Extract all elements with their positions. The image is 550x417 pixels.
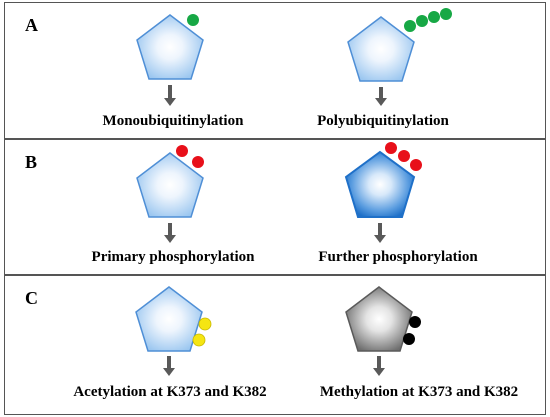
down-arrow-icon: [374, 223, 386, 243]
panel-a: A Monoubiquitinylation Polyubiquitinylat…: [4, 2, 546, 139]
protein-pentagon-icon: [136, 14, 204, 80]
phosphate-icon: [176, 145, 188, 157]
acetyl-group-icon: [198, 317, 212, 331]
protein-pentagon-icon: [136, 152, 204, 218]
panel-b: B Primary phosphorylation Further phosph…: [4, 139, 546, 275]
caption-further-phosphorylation: Further phosphorylation: [318, 249, 478, 265]
protein-pentagon-icon: [345, 286, 413, 352]
phosphate-icon: [385, 142, 397, 154]
further-phosphorylation-diagram: [344, 142, 422, 243]
caption-monoubiquitinylation: Monoubiquitinylation: [102, 113, 244, 129]
caption-primary-phosphorylation: Primary phosphorylation: [91, 249, 255, 265]
down-arrow-icon: [373, 356, 385, 376]
down-arrow-icon: [164, 223, 176, 243]
panel-c-figure: [135, 286, 421, 376]
monoubiquitinylation-diagram: [136, 14, 204, 106]
panel-c: C Acetylation at K373 and K382 Methylati…: [4, 275, 546, 415]
phosphate-icon: [398, 150, 410, 162]
phosphate-icon: [410, 159, 422, 171]
primary-phosphorylation-diagram: [136, 145, 204, 243]
ubiquitin-icon: [428, 11, 440, 23]
panel-letter: B: [25, 152, 38, 172]
ubiquitin-icon: [440, 8, 452, 20]
panel-a-figure: [136, 8, 452, 106]
down-arrow-icon: [163, 356, 175, 376]
ubiquitin-icon: [416, 15, 428, 27]
protein-pentagon-icon: [347, 16, 415, 82]
down-arrow-icon: [375, 87, 387, 106]
acetylation-diagram: [135, 286, 212, 376]
panel-b-figure: [136, 142, 422, 243]
caption-methylation: Methylation at K373 and K382: [319, 384, 519, 400]
methyl-group-icon: [409, 316, 421, 328]
down-arrow-icon: [164, 85, 176, 106]
protein-pentagon-icon: [135, 286, 203, 352]
caption-polyubiquitinylation: Polyubiquitinylation: [317, 113, 449, 129]
caption-acetylation: Acetylation at K373 and K382: [73, 384, 267, 400]
polyubiquitinylation-diagram: [347, 8, 452, 106]
panel-letter: A: [25, 15, 38, 35]
ubiquitin-icon: [187, 14, 199, 26]
phosphate-icon: [192, 156, 204, 168]
methyl-group-icon: [403, 333, 415, 345]
methylation-diagram: [345, 286, 421, 376]
ubiquitin-icon: [404, 20, 416, 32]
panel-letter: C: [25, 288, 38, 308]
protein-pentagon-icon: [344, 150, 416, 218]
acetyl-group-icon: [192, 333, 206, 347]
